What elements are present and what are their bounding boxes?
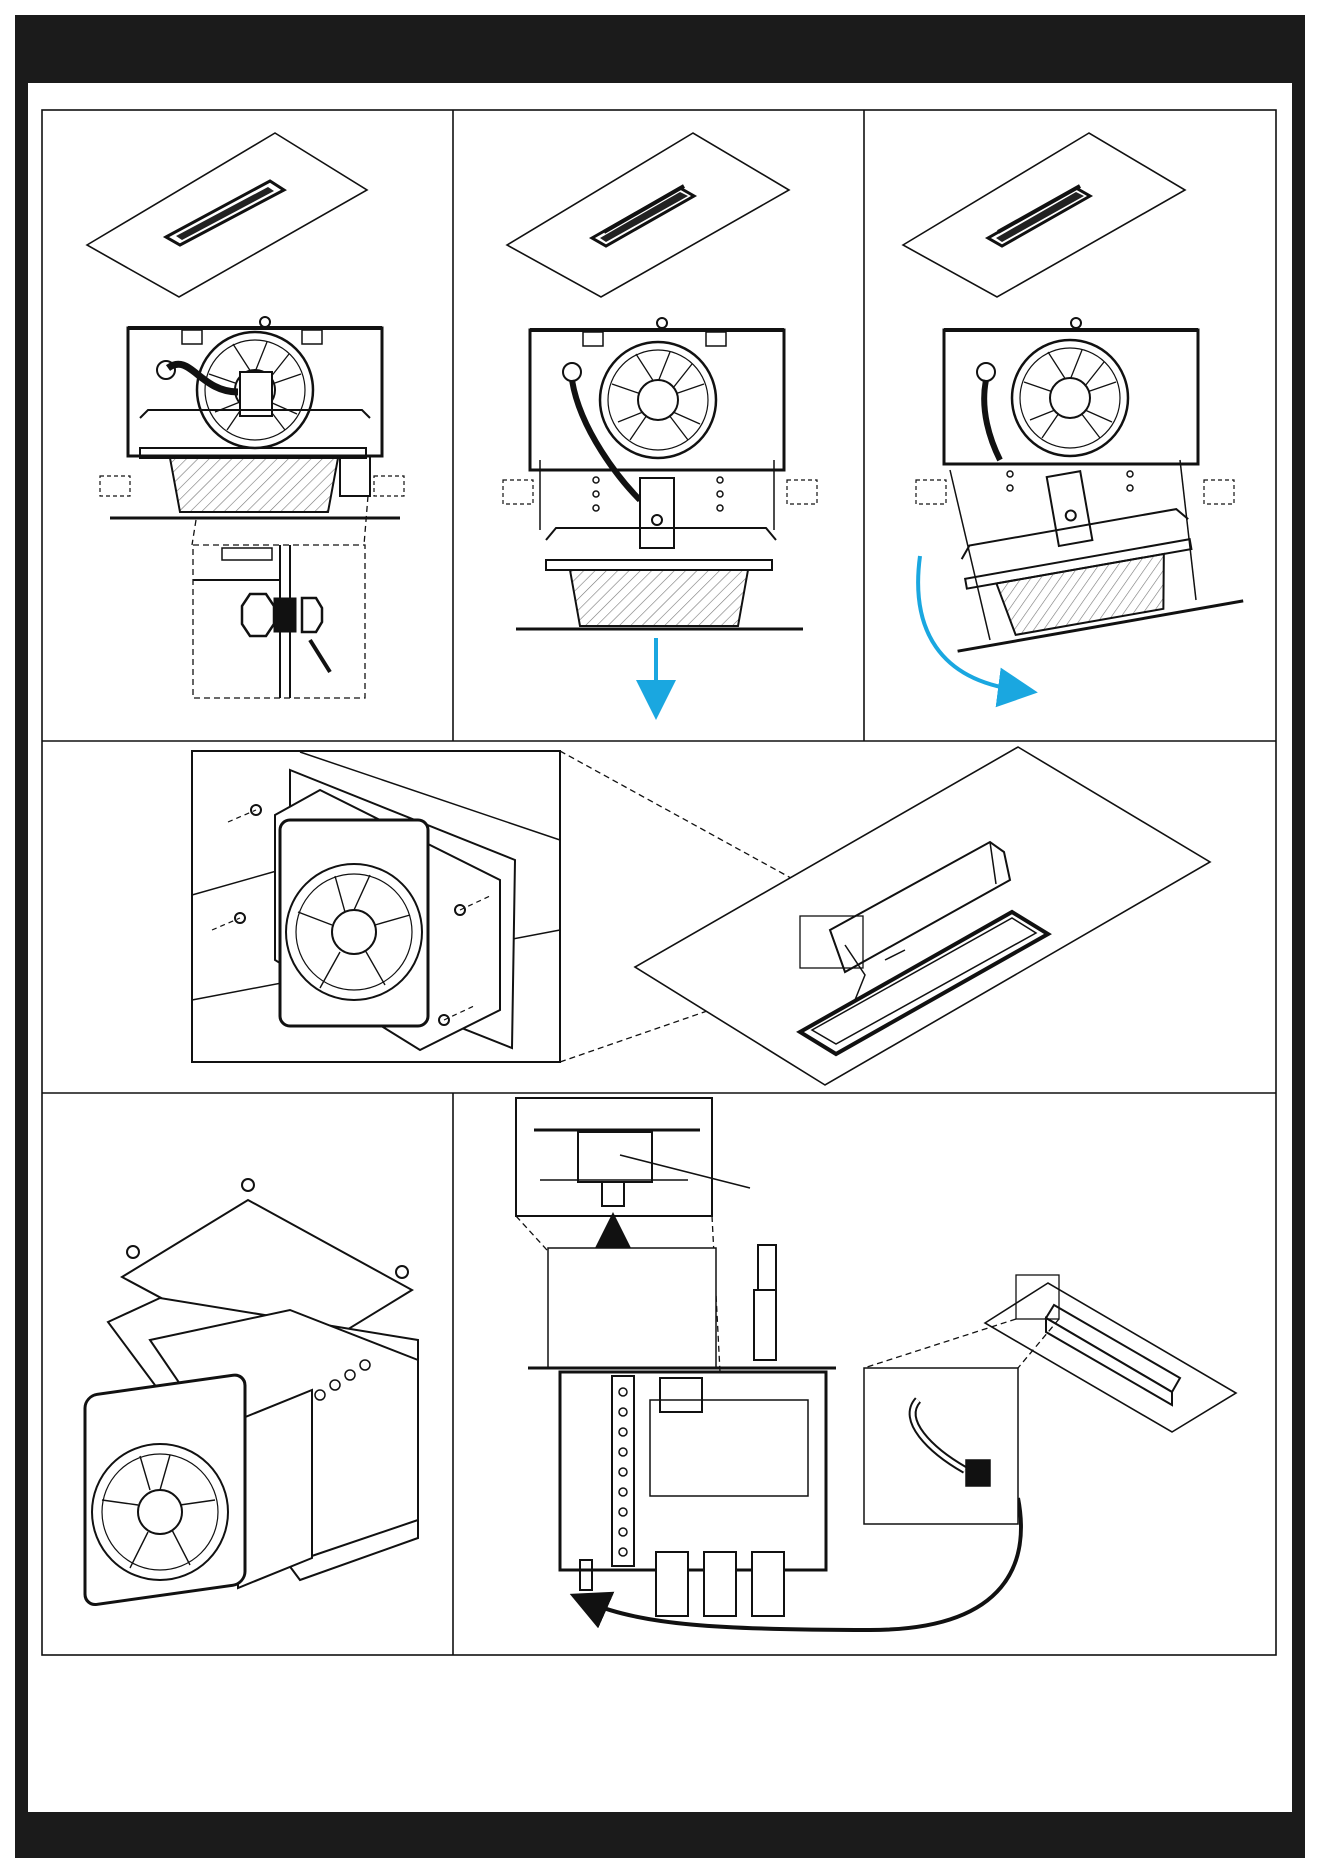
panel-step-3 <box>903 133 1243 690</box>
panel-step-1 <box>87 133 404 698</box>
panel-step-2 <box>503 133 817 700</box>
panel-step-6 <box>516 1098 1236 1630</box>
panel-step-4 <box>192 747 1210 1085</box>
panel-step-5 <box>85 1179 418 1606</box>
